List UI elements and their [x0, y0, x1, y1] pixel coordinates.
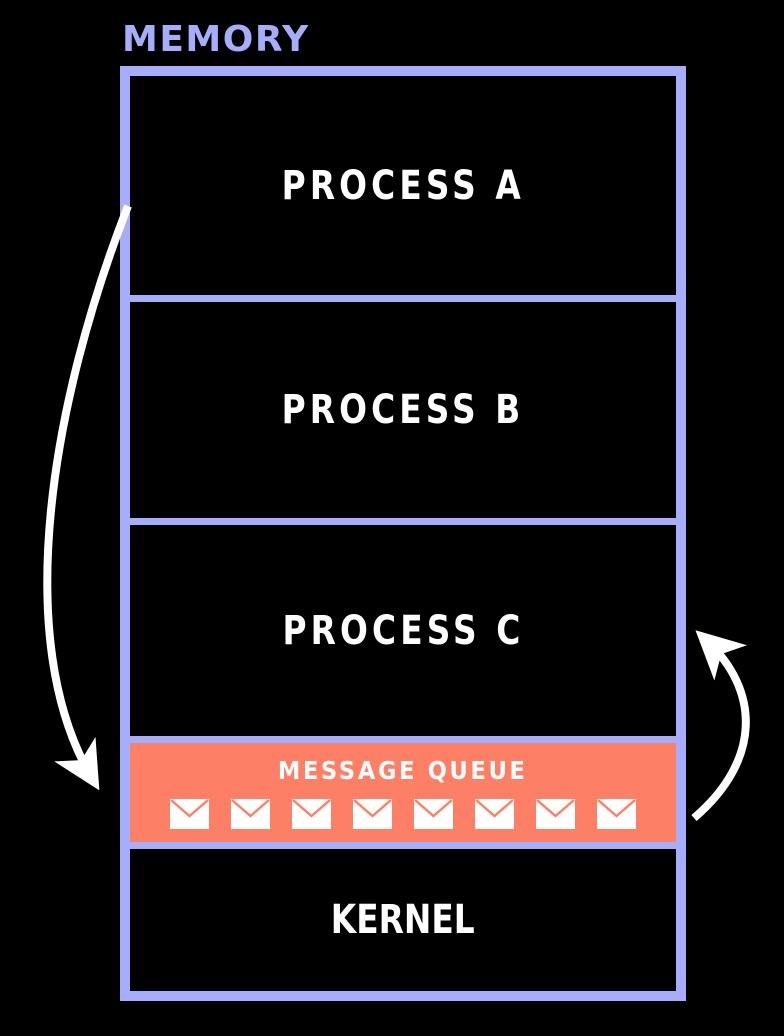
- envelope-row: [170, 799, 636, 829]
- envelope-icon: [414, 799, 453, 829]
- message-queue-label: MESSAGE QUEUE: [278, 756, 528, 785]
- envelope-icon: [536, 799, 575, 829]
- segment-label-kernel: KERNEL: [331, 897, 475, 943]
- page-title: MEMORY: [122, 19, 310, 60]
- envelope-icon: [597, 799, 636, 829]
- memory-segment-process-b[interactable]: PROCESS B: [130, 302, 676, 518]
- envelope-icon: [170, 799, 209, 829]
- memory-container: PROCESS A PROCESS B PROCESS C MESSAGE QU…: [120, 66, 686, 1001]
- arrow-send: [43, 204, 132, 791]
- memory-segment-process-c[interactable]: PROCESS C: [130, 525, 676, 736]
- envelope-icon: [475, 799, 514, 829]
- envelope-icon: [292, 799, 331, 829]
- memory-segment-process-a[interactable]: PROCESS A: [130, 76, 676, 295]
- envelope-icon: [353, 799, 392, 829]
- memory-segment-kernel[interactable]: KERNEL: [130, 849, 676, 991]
- segment-label-process-a: PROCESS A: [281, 162, 525, 209]
- message-queue-content: MESSAGE QUEUE: [130, 743, 676, 842]
- memory-segment-message-queue[interactable]: MESSAGE QUEUE: [130, 743, 676, 842]
- memory-segments: PROCESS A PROCESS B PROCESS C MESSAGE QU…: [130, 76, 676, 991]
- segment-label-process-c: PROCESS C: [282, 607, 524, 654]
- envelope-icon: [231, 799, 270, 829]
- arrow-receive: [691, 630, 750, 822]
- segment-label-process-b: PROCESS B: [281, 387, 525, 433]
